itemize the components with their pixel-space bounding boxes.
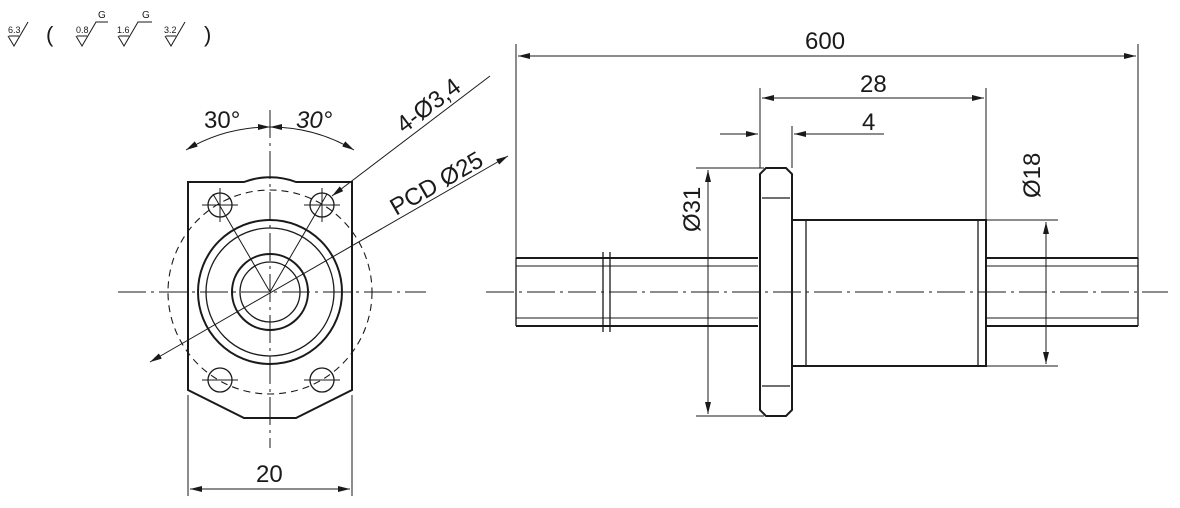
surface-finish-grade-2: G [142,10,150,21]
nut-length-label: 28 [860,71,887,98]
surface-finish-main-value: 6.3 [8,25,21,35]
nut-flange [759,167,793,417]
angle-right-label: 30° [296,107,333,134]
angle-arc-right [269,124,355,151]
surface-finish-value-3: 3.2 [164,25,177,35]
angle-arc-left [185,124,271,151]
surface-finish-symbol-main: 6.3 [7,21,29,47]
surface-finish-grade-1: G [98,10,106,21]
nut-body [791,219,987,367]
angle-left-label: 30° [204,107,240,134]
mounting-hole-top-left [202,188,238,222]
screw-shaft-left [515,257,758,327]
front-view: 30° 30° 4-Ø3,4 PCD Ø25 20 [118,73,509,496]
pcd-label: PCD Ø25 [386,146,488,221]
screw-shaft-right [986,257,1139,327]
flange-thickness-label: 4 [862,109,875,136]
flange-diameter-label: Ø31 [679,187,706,232]
surface-finish-value-1: 0.8 [76,25,89,35]
mounting-hole-bottom-right [304,367,340,393]
pcd-leader-line [149,155,509,363]
mounting-hole-top-right [304,188,340,222]
mounting-hole-bottom-left [202,367,238,393]
body-diameter-label: Ø18 [1019,153,1046,198]
surface-finish-close-paren: ) [204,22,211,47]
shaft-break-mark [602,252,611,332]
width-label: 20 [256,461,283,488]
surface-finish-open-paren: ( [46,22,54,47]
surface-finish-value-2: 1.6 [117,25,130,35]
angle-ray-left [212,193,271,293]
total-length-label: 600 [805,28,845,55]
surface-finish-symbol-2: 1.6 G [117,10,152,47]
side-view: 600 28 4 Ø31 Ø18 [486,28,1168,417]
hole-callout-label: 4-Ø3,4 [391,73,466,139]
surface-finish-symbol-1: 0.8 G [75,10,108,47]
angle-ray-right [269,193,328,293]
surface-finish-symbol-3: 3.2 [164,21,186,47]
surface-finish-block: 6.3 ( 0.8 G 1.6 G 3.2 ) [7,10,211,47]
